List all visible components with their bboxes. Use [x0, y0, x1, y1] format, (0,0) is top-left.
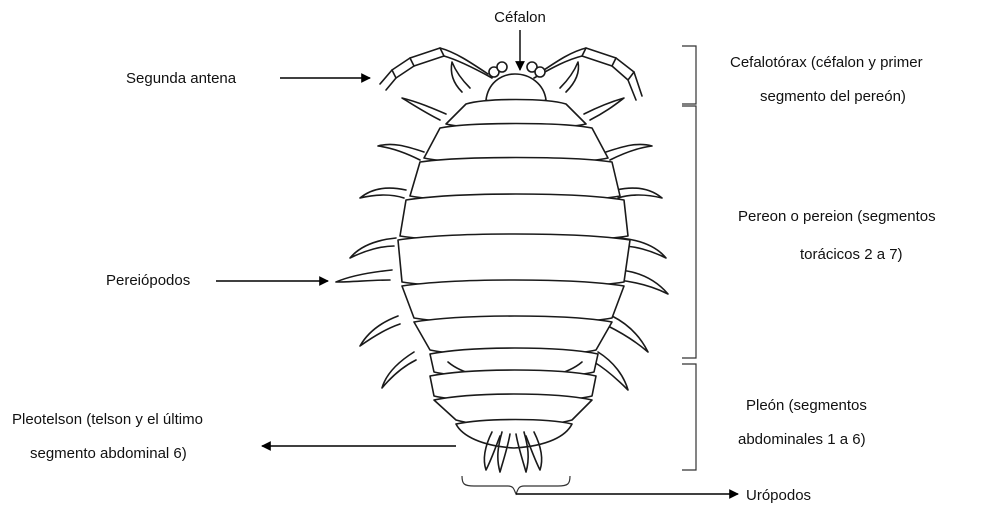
bracket-uropodos — [462, 476, 570, 494]
label-pereon-line1: Pereon o pereion (segmentos — [738, 208, 936, 225]
label-uropodos: Urópodos — [746, 487, 811, 504]
label-cefalon: Céfalon — [494, 9, 546, 26]
label-cefalotorax-line2: segmento del pereón) — [760, 88, 906, 105]
label-pleon-line1: Pleón (segmentos — [746, 397, 867, 414]
pleotelson — [456, 420, 572, 449]
right-antenna — [534, 48, 642, 100]
left-antenna — [380, 48, 492, 90]
label-pleotelson-line2: segmento abdominal 6) — [30, 445, 187, 462]
isopod-illustration — [336, 48, 668, 472]
pereon-segments — [398, 100, 630, 357]
label-pleotelson-line1: Pleotelson (telson y el último — [12, 411, 203, 428]
bracket-pereon — [682, 106, 696, 358]
pleon-segments — [430, 348, 598, 426]
bracket-pleon — [682, 364, 696, 470]
label-cefalotorax-line1: Cefalotórax (céfalon y primer — [730, 54, 923, 71]
bracket-cefalotorax — [682, 46, 696, 104]
label-segunda-antena: Segunda antena — [126, 70, 237, 87]
cephalon — [486, 74, 546, 103]
label-pereon-line2: torácicos 2 a 7) — [800, 246, 903, 263]
label-pleon-line2: abdominales 1 a 6) — [738, 431, 866, 448]
label-pereiopodos: Pereiópodos — [106, 272, 190, 289]
